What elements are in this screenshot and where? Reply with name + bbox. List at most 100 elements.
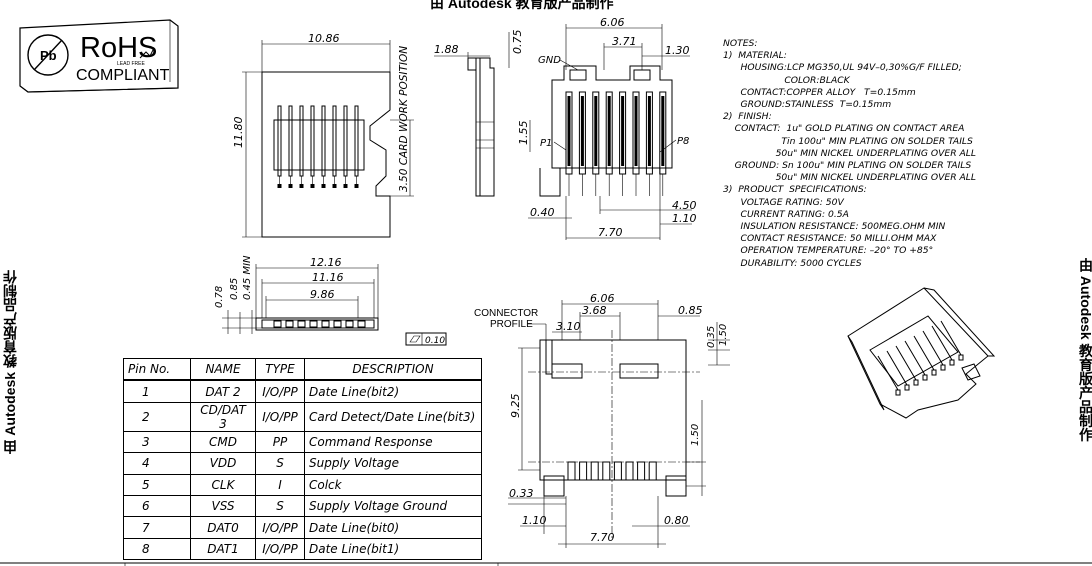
dim-front-top: 6.06 [600,16,625,29]
bottom-contacts [273,320,366,328]
pin-number: 4 [123,452,191,475]
pin-number: 1 [123,379,191,403]
front-contact [619,91,627,196]
dim-pcb-033: 0.33 [509,487,534,500]
pcb-pad [648,461,657,481]
rohs-subtitle: COMPLIANT [76,67,170,84]
rohs-logo: Pb RoHS LEAD FREE COMPLIANT [19,19,179,93]
pin-name: VDD [190,452,256,475]
note-line: COLOR:BLACK [723,74,850,86]
note-line: HOUSING:LCP MG350,UL 94V–0,30%G/F FILLED… [723,62,962,74]
dim-bottom-1216: 12.16 [310,256,342,269]
iso-contact [895,345,917,381]
pin-description: Date Line(bit0) [304,516,482,539]
dim-front-770: 7.70 [598,226,623,239]
front-contacts [565,91,667,196]
flatness-icon [409,335,421,343]
dim-front-110: 1.10 [672,212,697,225]
pb-symbol: Pb [40,48,57,63]
front-contact [578,91,586,196]
header-name: NAME [190,358,256,382]
dim-top-width: 10.86 [308,32,340,45]
side-view: 1.88 0.75 [434,30,524,197]
note-line: 2) FINISH: [723,111,772,123]
pin-description: Supply Voltage [304,452,482,475]
dim-bottom-078: 0.78 [214,286,225,308]
dim-bottom-085: 0.85 [229,278,240,300]
label-profile: PROFILE [490,319,533,330]
checkmark-icon [139,47,155,59]
dim-top-height: 11.80 [232,117,245,149]
front-contact [659,91,667,196]
front-contact [605,91,613,196]
label-p8: P8 [677,136,689,147]
front-contact [565,91,573,196]
pcb-pad [567,461,576,481]
dim-front-mid: 3.71 [612,35,637,48]
top-contact [310,105,315,188]
dim-bottom-045-min: 0.45 MIN [242,255,253,300]
note-line: CURRENT RATING: 0.5A [723,208,849,220]
front-view: 6.06 3.71 1.30 GND 1.55 P1 P8 0.40 4.50 [517,16,697,240]
dim-side-top: 0.75 [511,30,524,55]
dim-pcb-150-top: 1.50 [718,324,729,346]
bottom-contact [297,320,306,328]
dim-bottom-1116: 11.16 [312,271,344,284]
pin-type: PP [255,430,305,454]
pcb-pad [613,461,622,481]
front-contact [632,91,640,196]
label-p1: P1 [540,138,552,149]
pin-number: 7 [123,516,191,539]
rohs-title: RoHS [80,32,157,64]
pcb-layout: CONNECTOR PROFILE 6.06 3.68 3.10 0.85 0.… [474,292,730,548]
notes-block: NOTES:1) MATERIAL: HOUSING:LCP MG350,UL … [723,38,1023,270]
header-pin-no: Pin No. [123,358,191,382]
note-line: 1) MATERIAL: [723,50,787,62]
dim-pcb-770: 7.70 [590,531,615,544]
top-view: 10.86 11.80 3.50 CARD WORK POSITION [232,32,414,238]
note-line: Tin 100u" MIN PLATING ON SOLDER TAILS [723,135,973,147]
pcb-pad [579,461,588,481]
pin-description: Date Line(bit2) [304,379,482,403]
note-line: GROUND:STAINLESS T=0.15mm [723,99,892,111]
pin-name: DAT1 [190,537,256,561]
bottom-contact [285,320,294,328]
lead-free-label: LEAD FREE [117,61,145,67]
dim-card-work-position: 3.50 CARD WORK POSITION [398,46,410,192]
pcb-pad [602,461,611,481]
dim-pcb-925: 9.25 [509,394,522,419]
watermark-right: 由 Autodesk 教育版产品制作 [1078,258,1092,442]
bottom-view: 12.16 11.16 9.86 0.78 0.85 0.45 MIN 0.10 [214,255,447,346]
note-line: CONTACT:COPPER ALLOY T=0.15mm [723,86,916,98]
pin-type: I/O/PP [255,537,305,561]
pin-number: 8 [123,537,191,561]
pin-number: 3 [123,430,191,454]
bottom-contact [273,320,282,328]
dim-pcb-150-right: 1.50 [690,424,701,446]
top-contact [321,105,326,188]
header-description: DESCRIPTION [304,358,482,382]
dim-pcb-368: 3.68 [582,304,607,317]
front-contact [592,91,600,196]
bottom-contact [345,320,354,328]
pcb-pad [625,461,634,481]
note-line: DURABILITY: 5000 CYCLES [723,257,862,269]
bottom-contact [321,320,330,328]
top-contacts [277,105,359,188]
note-line: 3) PRODUCT SPECIFICATIONS: [723,184,867,196]
pin-description: Command Response [304,430,482,454]
pb-circle-icon [27,34,69,76]
pin-type: I [255,473,305,496]
pin-table-header: Pin No. NAME TYPE DESCRIPTION [123,358,482,382]
watermark-top: 由 Autodesk 教育版产品制作 [430,0,614,11]
top-contact [277,105,282,188]
iso-contact [922,330,944,366]
note-line: GROUND: Sn 100u" MIN PLATING ON SOLDER T… [723,160,972,172]
dim-front-right: 1.30 [665,44,690,57]
bottom-contact [309,320,318,328]
dim-pcb-085: 0.85 [678,304,703,317]
pin-number: 5 [123,473,191,496]
